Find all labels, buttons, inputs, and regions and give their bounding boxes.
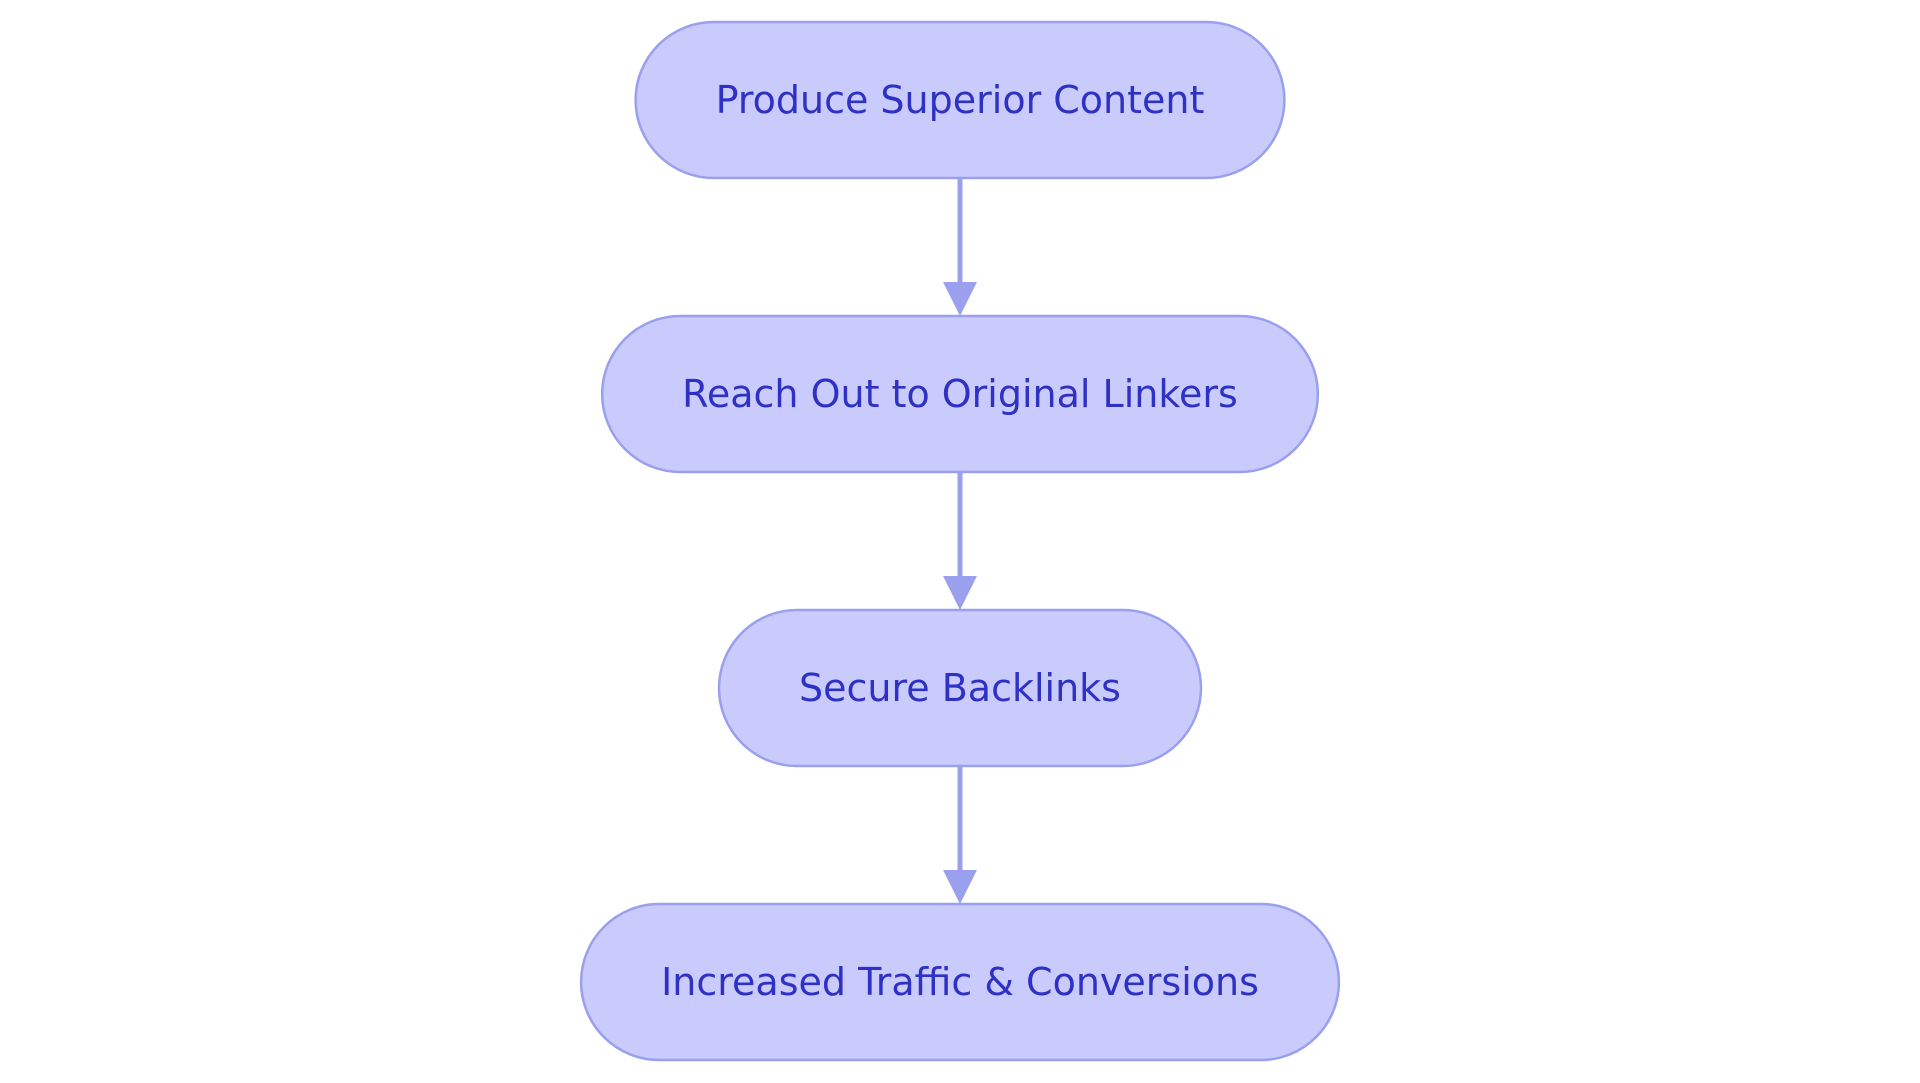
arrowhead-icon <box>943 870 977 904</box>
node-secure-backlinks[interactable]: Secure Backlinks <box>717 608 1203 768</box>
node-produce-superior-content[interactable]: Produce Superior Content <box>634 20 1286 180</box>
node-shape <box>717 608 1203 768</box>
node-label: Reach Out to Original Linkers <box>682 372 1238 416</box>
node-shape <box>600 314 1320 474</box>
edge-n3-n4 <box>943 766 977 904</box>
arrowhead-icon <box>943 576 977 610</box>
node-label: Increased Traffic & Conversions <box>661 960 1259 1004</box>
node-shape <box>579 902 1341 1062</box>
node-increased-traffic-conversions[interactable]: Increased Traffic & Conversions <box>579 902 1341 1062</box>
node-label: Produce Superior Content <box>716 78 1205 122</box>
edge-n2-n3 <box>943 472 977 610</box>
node-shape <box>634 20 1286 180</box>
node-label: Secure Backlinks <box>799 666 1121 710</box>
arrowhead-icon <box>943 282 977 316</box>
edge-n1-n2 <box>943 178 977 316</box>
node-reach-out-to-original-linkers[interactable]: Reach Out to Original Linkers <box>600 314 1320 474</box>
